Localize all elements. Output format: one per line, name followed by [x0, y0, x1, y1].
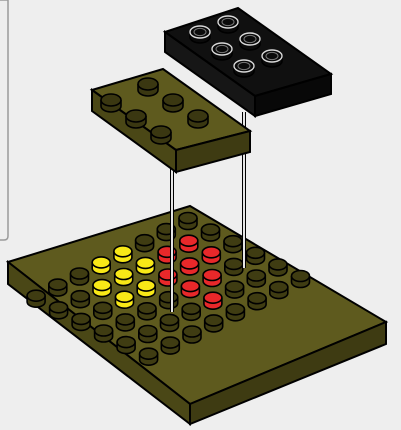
baseplate-stud	[292, 271, 310, 288]
olive-plate-stud	[163, 94, 183, 112]
red-stud	[180, 235, 198, 252]
baseplate-stud	[140, 348, 158, 365]
baseplate-stud	[138, 303, 156, 320]
yellow-stud	[136, 257, 154, 274]
baseplate-stud	[225, 258, 243, 275]
red-stud	[203, 270, 221, 287]
baseplate-stud	[161, 337, 179, 354]
baseplate-stud	[116, 314, 134, 331]
yellow-stud	[93, 280, 111, 297]
yellow-stud	[114, 246, 132, 263]
baseplate-stud	[183, 326, 201, 343]
baseplate-stud	[71, 291, 89, 308]
baseplate-stud	[224, 236, 242, 253]
baseplate-stud	[95, 325, 113, 342]
baseplate-stud	[71, 268, 89, 285]
olive-plate-stud	[138, 78, 158, 96]
red-stud	[204, 292, 222, 309]
red-stud	[181, 258, 199, 275]
baseplate-stud	[270, 282, 288, 299]
black-plate-stud	[240, 33, 260, 50]
baseplate-stud	[160, 292, 178, 309]
black-plate-stud	[262, 50, 282, 67]
olive-plate-stud	[188, 110, 208, 128]
baseplate-stud	[27, 290, 45, 307]
black-plate-stud	[190, 26, 210, 43]
baseplate-stud	[247, 270, 265, 287]
red-stud	[202, 247, 220, 264]
olive-plate-stud	[126, 110, 146, 128]
black-plate-stud	[234, 60, 254, 77]
baseplate-stud	[50, 302, 68, 319]
olive-plate-stud	[151, 126, 171, 144]
baseplate-stud	[179, 213, 197, 230]
yellow-stud	[92, 257, 110, 274]
yellow-stud	[116, 291, 134, 308]
red-stud	[181, 281, 199, 298]
baseplate-stud	[205, 315, 223, 332]
olive-plate-stud	[101, 94, 121, 112]
olive-baseplate-icon	[8, 206, 386, 424]
baseplate-stud	[139, 326, 157, 343]
baseplate-stud	[72, 313, 90, 330]
black-plate-stud	[218, 16, 238, 33]
yellow-stud	[115, 269, 133, 286]
baseplate-stud	[247, 247, 265, 264]
baseplate-stud	[49, 279, 67, 296]
baseplate-stud	[94, 302, 112, 319]
baseplate-stud	[202, 224, 220, 241]
baseplate-stud	[248, 293, 266, 310]
panel-frame-border	[0, 0, 8, 240]
baseplate-stud	[226, 304, 244, 321]
baseplate-stud	[269, 259, 287, 276]
baseplate-stud	[136, 235, 154, 252]
baseplate-stud	[117, 337, 135, 354]
baseplate-stud	[161, 314, 179, 331]
baseplate-stud	[226, 281, 244, 298]
black-plate-stud	[212, 43, 232, 60]
baseplate-stud	[182, 303, 200, 320]
red-stud	[159, 269, 177, 286]
yellow-stud	[137, 280, 155, 297]
